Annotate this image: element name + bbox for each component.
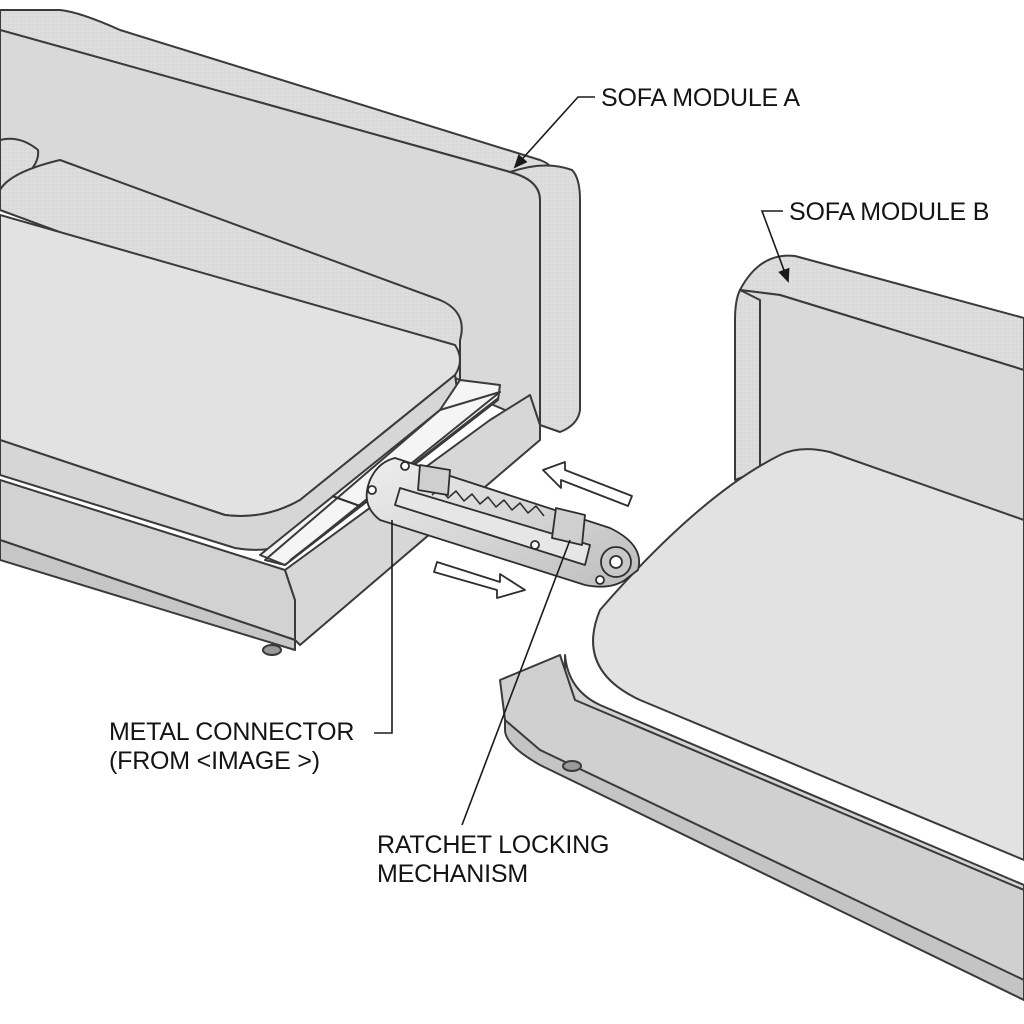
leader-ratchet xyxy=(461,539,571,826)
leader-module-b xyxy=(760,210,790,283)
leader-module-a xyxy=(513,96,595,169)
sofa-module-a xyxy=(0,9,581,656)
label-ratchet-line-1: RATCHET LOCKING xyxy=(377,831,610,859)
label-ratchet-mechanism: RATCHET LOCKING MECHANISM xyxy=(377,831,609,889)
arrow-right-icon xyxy=(433,561,526,599)
label-metal-connector-line-1: METAL CONNECTOR xyxy=(109,718,355,746)
leader-lines xyxy=(374,96,790,826)
label-sofa-module-b: SOFA MODULE B xyxy=(789,198,989,227)
metal-connector xyxy=(331,457,640,588)
label-sofa-module-b-text: SOFA MODULE B xyxy=(789,198,990,226)
arrow-left-icon xyxy=(542,461,633,507)
label-metal-connector: METAL CONNECTOR (FROM <IMAGE >) xyxy=(109,718,354,776)
label-ratchet-line-2: MECHANISM xyxy=(377,860,528,888)
sofa-module-b xyxy=(499,254,1024,1001)
label-sofa-module-a-text: SOFA MODULE A xyxy=(601,84,800,112)
leader-metal-connector xyxy=(374,520,393,734)
label-sofa-module-a: SOFA MODULE A xyxy=(601,84,800,113)
label-metal-connector-line-2: (FROM <IMAGE >) xyxy=(109,747,320,775)
